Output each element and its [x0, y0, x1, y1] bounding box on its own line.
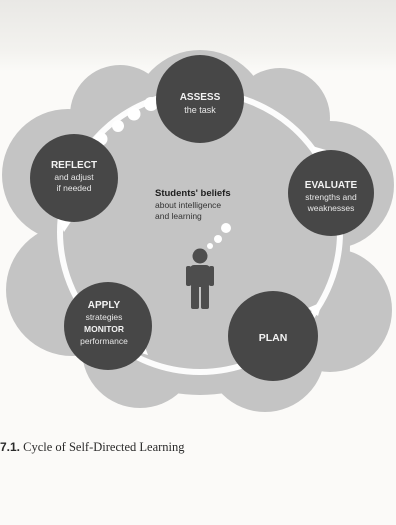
center-line2: and learning [155, 211, 202, 221]
assess-title: ASSESS [180, 92, 221, 103]
center-title: Students' beliefs [155, 188, 231, 199]
apply-title: APPLY [88, 300, 121, 311]
node-assess: ASSESS the task [156, 55, 244, 143]
node-reflect: REFLECT and adjust if needed [30, 134, 118, 222]
reflect-sub2: if needed [57, 183, 92, 193]
learning-cycle-diagram: ASSESS the task EVALUATE strengths and w… [2, 50, 394, 412]
reflect-sub1: and adjust [54, 172, 94, 182]
apply-sub3: performance [80, 336, 128, 346]
figure-caption: 7.1. Cycle of Self-Directed Learning [0, 440, 396, 455]
center-beliefs: Students' beliefs about intelligence and… [155, 188, 231, 221]
center-line1: about intelligence [155, 200, 221, 210]
student-person-icon [186, 248, 214, 309]
arrow-head-icon [308, 302, 322, 316]
evaluate-sub2: weaknesses [307, 203, 355, 213]
evaluate-sub1: strengths and [305, 192, 357, 202]
reflect-title: REFLECT [51, 160, 97, 171]
figure-caption-text: Cycle of Self-Directed Learning [23, 440, 185, 454]
apply-monitor: MONITOR [84, 324, 124, 334]
figure-number: 7.1. [0, 440, 21, 454]
center-thought-bubbles [207, 223, 231, 249]
plan-title: PLAN [259, 332, 288, 344]
node-evaluate: EVALUATE strengths and weaknesses [288, 150, 374, 236]
node-apply: APPLY strategies MONITOR performance [64, 282, 152, 370]
evaluate-title: EVALUATE [305, 180, 358, 191]
node-plan: PLAN [228, 291, 318, 381]
apply-sub1: strategies [86, 312, 123, 322]
assess-sub: the task [184, 105, 216, 115]
